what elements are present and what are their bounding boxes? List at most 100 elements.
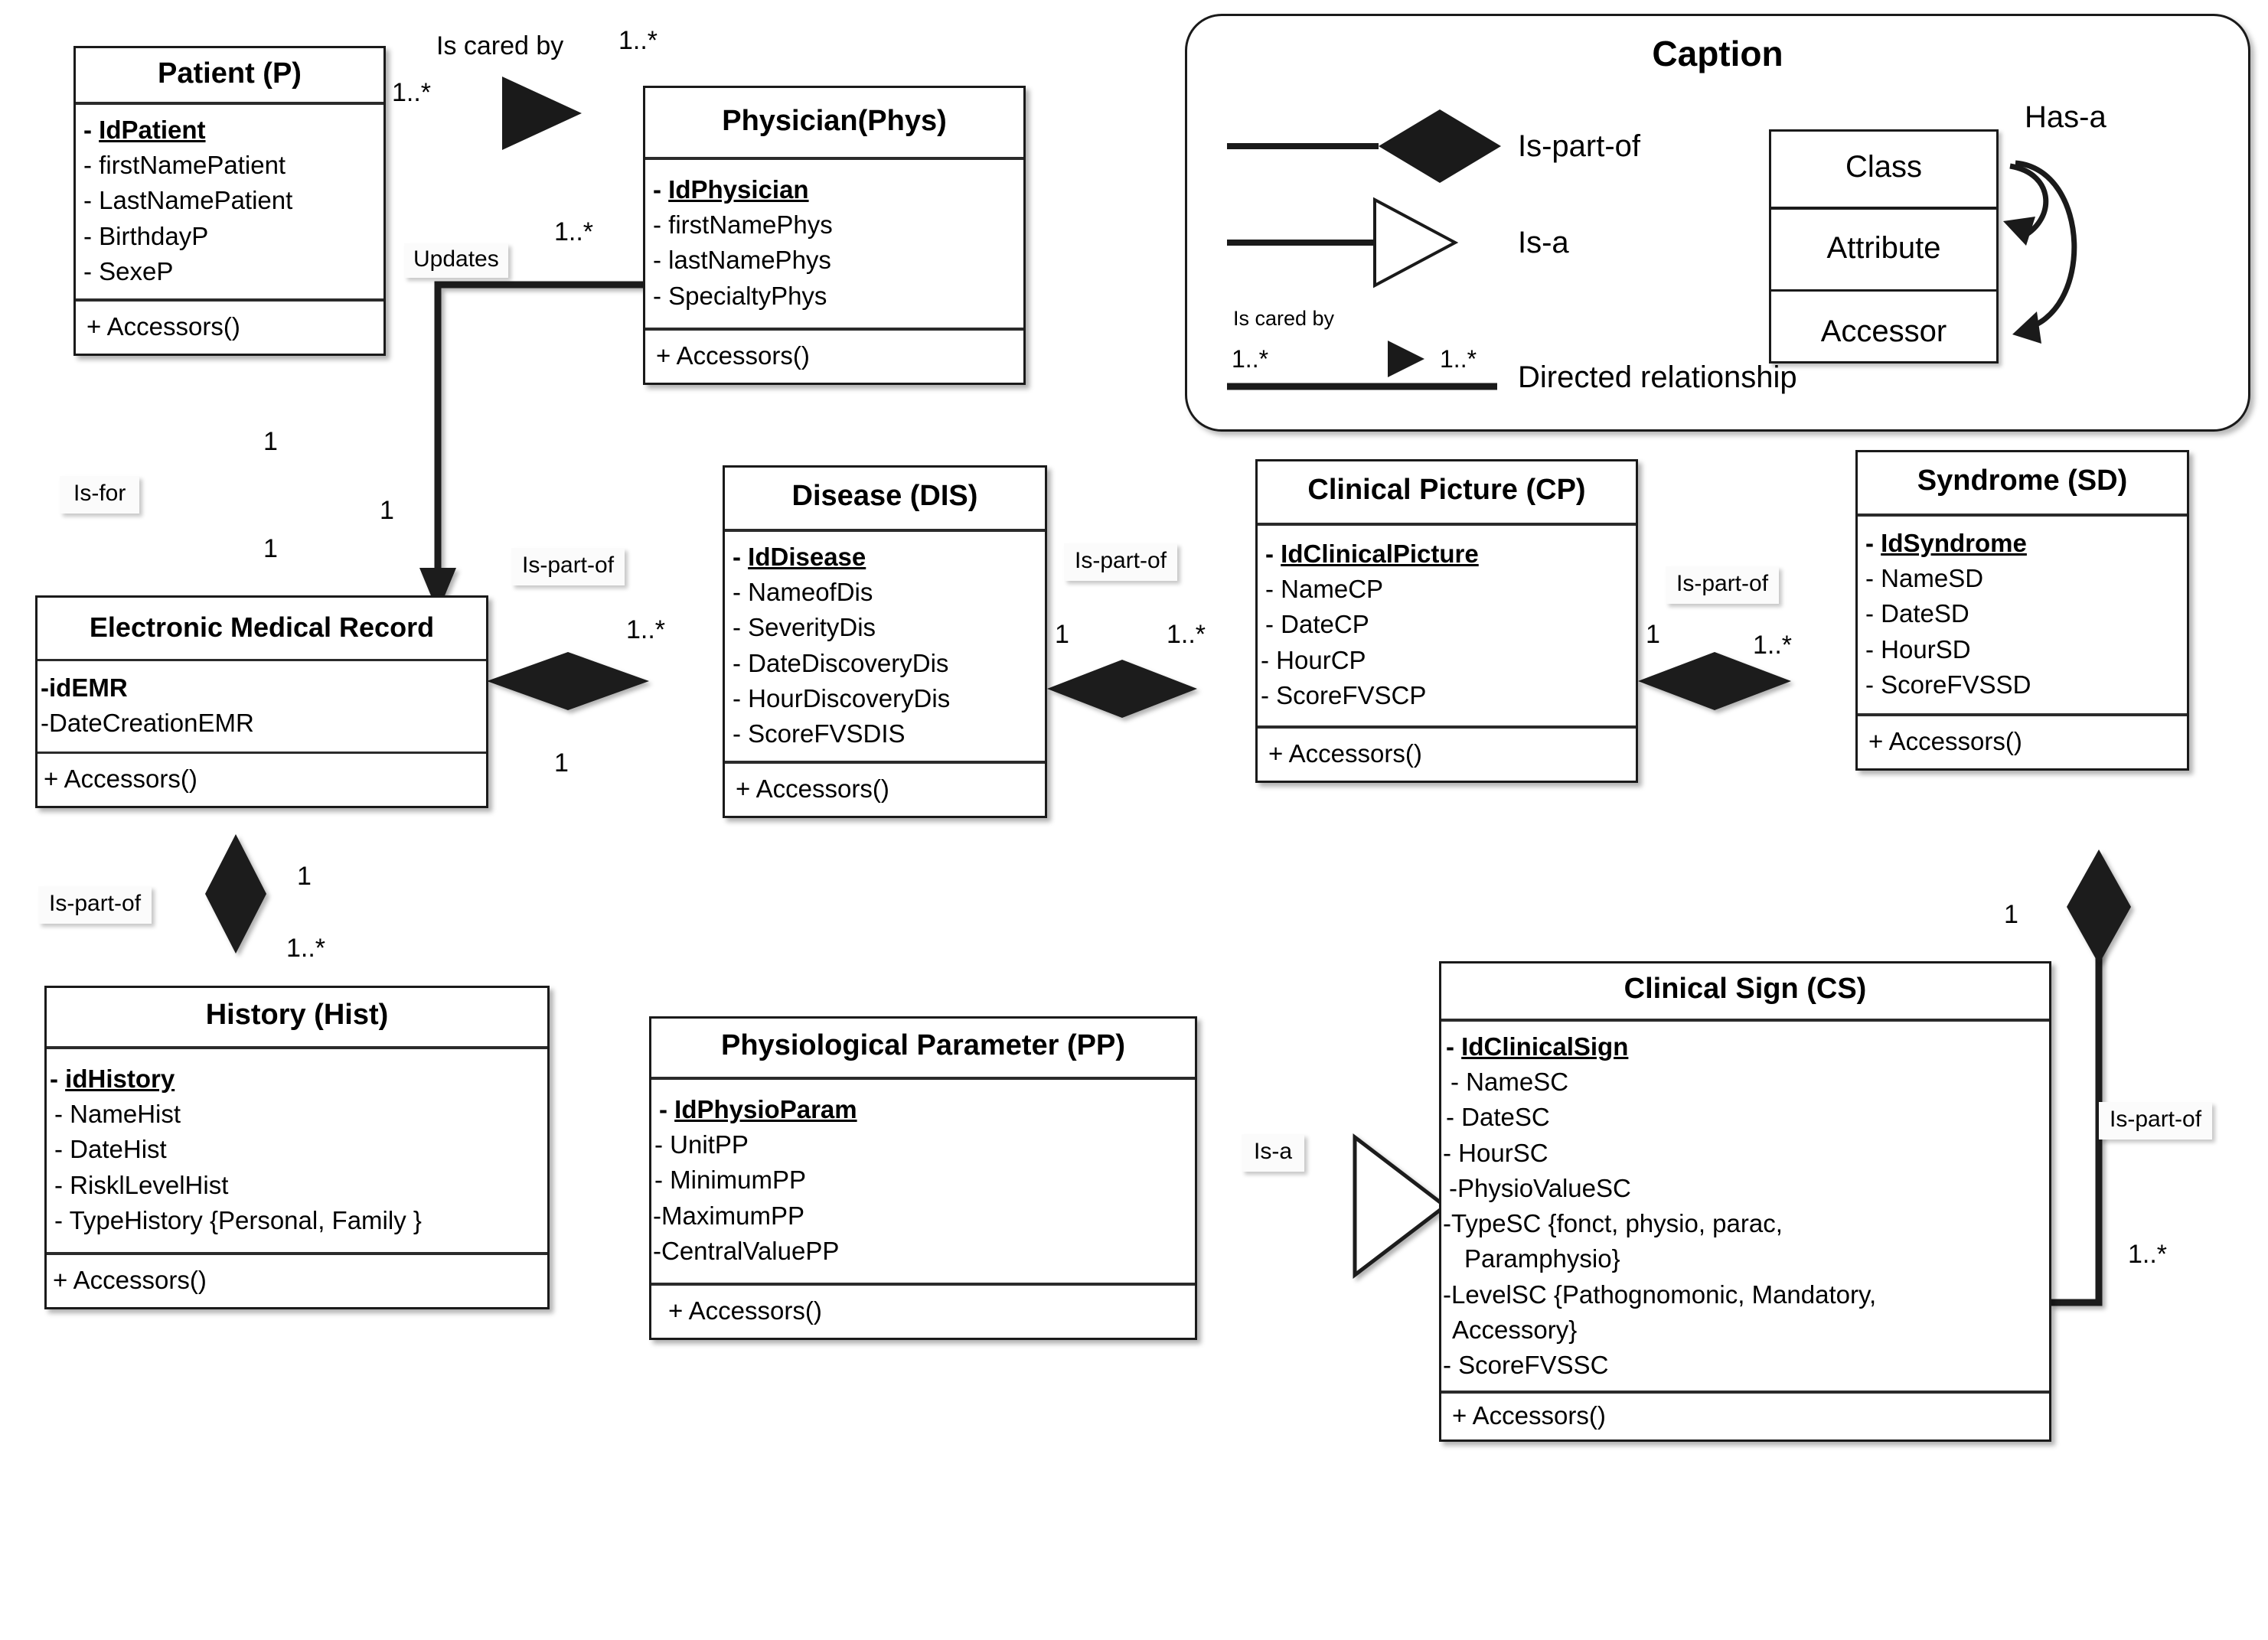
multiplicity-emr-history-one: 1 [297, 862, 312, 891]
multiplicity-patient-physician-left: 1..* [392, 78, 432, 107]
attribute-row: - MinimumPP [654, 1166, 807, 1195]
operation-row: + Accessors() [1868, 727, 2022, 756]
legend-cell-accessor: Accessor [1820, 315, 1947, 348]
label-is-part-of-disease-cp: Is-part-of [1064, 543, 1178, 581]
attribute-row: - NameCP [1265, 575, 1384, 604]
multiplicity-emr-disease-star: 1..* [626, 615, 666, 644]
label-updates: Updates [404, 243, 508, 278]
caption-mult-right: 1..* [1440, 345, 1477, 373]
multiplicity-cp-syndrome-one: 1 [1646, 620, 1660, 649]
caption-is-part-of-label: Is-part-of [1518, 129, 1641, 163]
attribute-row: - IdPhysician [653, 174, 809, 204]
class-syndrome-operations: + Accessors() [1858, 716, 2187, 768]
multiplicity-emr-disease-one: 1 [554, 748, 569, 778]
operation-row: + Accessors() [44, 765, 197, 794]
caption-symbol-layer [1227, 109, 2077, 390]
class-clinical-picture-attributes: - IdClinicalPicture - NameCP - DateCP - … [1258, 526, 1636, 729]
attribute-row: - firstNamePhys [653, 210, 833, 240]
class-history[interactable]: History (Hist) - idHistory - NameHist - … [44, 986, 550, 1310]
class-physician-title: Physician(Phys) [645, 88, 1023, 160]
class-clinical-sign-operations: + Accessors() [1441, 1394, 2049, 1439]
attribute-row: - NameHist [54, 1100, 181, 1129]
class-clinical-picture[interactable]: Clinical Picture (CP) - IdClinicalPictur… [1255, 459, 1638, 784]
multiplicity-cp-syndrome-star: 1..* [1753, 631, 1793, 660]
attribute-row: -MaximumPP [653, 1201, 805, 1230]
class-physician[interactable]: Physician(Phys) - IdPhysician - firstNam… [643, 86, 1026, 385]
attribute-row: - IdClinicalPicture [1265, 539, 1479, 568]
caption-directed-relationship-label: Directed relationship [1518, 360, 1797, 394]
caption-title: Caption [1652, 34, 1783, 73]
attribute-row: - UnitPP [654, 1130, 749, 1159]
multiplicity-updates: 1..* [554, 217, 594, 246]
attribute-row: - lastNamePhys [653, 246, 831, 275]
attribute-row: - HourCP [1261, 645, 1366, 674]
multiplicity-syndrome-cs-star: 1..* [2128, 1240, 2168, 1269]
class-clinical-sign-attributes: - IdClinicalSign - NameSC - DateSC - Hou… [1441, 1022, 2049, 1394]
attribute-row: - ScoreFVSSC [1443, 1351, 1609, 1380]
attribute-row: - HourDiscoveryDis [733, 683, 951, 712]
multiplicity-disease-cp-one: 1 [1055, 620, 1069, 649]
attribute-row: - firstNamePatient [83, 151, 286, 180]
label-is-for: Is-for [60, 476, 140, 514]
attribute-row: - SpecialtyPhys [653, 281, 827, 310]
operation-row: + Accessors() [1452, 1401, 1606, 1430]
class-physio-param-title: Physiological Parameter (PP) [651, 1019, 1195, 1080]
class-physician-attributes: - IdPhysician - firstNamePhys - lastName… [645, 160, 1023, 331]
multiplicity-emr-history-star: 1..* [286, 934, 326, 963]
attribute-row: - DateDiscoveryDis [733, 648, 949, 677]
class-syndrome-attributes: - IdSyndrome - NameSD - DateSD - HourSD … [1858, 517, 2187, 717]
class-disease[interactable]: Disease (DIS) - IdDisease - NameofDis - … [723, 465, 1047, 819]
attribute-row: - DateCP [1265, 610, 1369, 639]
attribute-row: -DateCreationEMR [41, 709, 254, 738]
class-clinical-picture-title: Clinical Picture (CP) [1258, 461, 1636, 526]
class-physician-operations: + Accessors() [645, 331, 1023, 383]
class-disease-attributes: - IdDisease - NameofDis - SeverityDis - … [725, 532, 1045, 765]
attribute-row: - HourSD [1865, 634, 1971, 663]
class-history-attributes: - idHistory - NameHist - DateHist - Risk… [47, 1049, 547, 1256]
class-patient[interactable]: Patient (P) - IdPatient - firstNamePatie… [73, 46, 386, 357]
multiplicity-patient-physician-right: 1..* [618, 26, 658, 55]
multiplicity-updates-arrow: 1 [380, 496, 394, 525]
attribute-row: - IdPhysioParam [659, 1094, 857, 1123]
attribute-row: -CentralValuePP [653, 1236, 840, 1265]
legend-cell-attribute: Attribute [1771, 210, 1996, 292]
class-disease-operations: + Accessors() [725, 764, 1045, 816]
class-emr-title: Electronic Medical Record [38, 598, 486, 661]
label-is-part-of-cp-syndrome: Is-part-of [1666, 566, 1780, 604]
caption-has-a-label: Has-a [2025, 100, 2106, 134]
attribute-row: - SexeP [83, 256, 174, 285]
class-disease-title: Disease (DIS) [725, 468, 1045, 532]
caption-is-cared-by-label: Is cared by [1233, 307, 1335, 330]
class-clinical-sign[interactable]: Clinical Sign (CS) - IdClinicalSign - Na… [1439, 961, 2051, 1443]
attribute-row: - idHistory [50, 1064, 175, 1093]
attribute-row: - HourSC [1443, 1138, 1548, 1167]
attribute-row: -PhysioValueSC [1449, 1173, 1631, 1202]
class-physiological-parameter[interactable]: Physiological Parameter (PP) - IdPhysioP… [649, 1016, 1197, 1341]
operation-row: + Accessors() [656, 341, 810, 370]
operation-row: + Accessors() [1268, 739, 1422, 768]
attribute-row: Accessory} [1452, 1315, 1578, 1344]
label-is-part-of-emr-disease: Is-part-of [511, 548, 625, 585]
attribute-row: - TypeHistory {Personal, Family } [54, 1205, 422, 1234]
attribute-row: -TypeSC {fonct, physio, parac, [1443, 1209, 1783, 1238]
class-electronic-medical-record[interactable]: Electronic Medical Record -idEMR -DateCr… [35, 595, 488, 809]
attribute-row: -LevelSC {Pathognomonic, Mandatory, [1443, 1280, 1877, 1309]
legend-cell-class: Class [1771, 132, 1996, 210]
label-is-part-of-emr-history: Is-part-of [38, 886, 152, 924]
attribute-row: - IdClinicalSign [1446, 1032, 1629, 1061]
class-physio-param-attributes: - IdPhysioParam - UnitPP - MinimumPP -Ma… [651, 1080, 1195, 1286]
class-patient-operations: + Accessors() [76, 302, 383, 354]
caption-mult-left: 1..* [1232, 345, 1269, 373]
operation-row: + Accessors() [736, 774, 889, 804]
caption-panel: Caption Is-part-of Is-a Is cared by 1..*… [1185, 14, 2250, 432]
class-emr-operations: + Accessors() [38, 754, 486, 806]
class-syndrome[interactable]: Syndrome (SD) - IdSyndrome - NameSD - Da… [1855, 450, 2189, 771]
attribute-row: - IdDisease [733, 542, 866, 571]
class-patient-title: Patient (P) [76, 48, 383, 105]
operation-row: + Accessors() [668, 1296, 822, 1325]
attribute-row: - DateHist [54, 1135, 167, 1164]
class-syndrome-title: Syndrome (SD) [1858, 452, 2187, 517]
attribute-row: - IdPatient [83, 115, 206, 144]
attribute-row: - BirthdayP [83, 221, 209, 250]
